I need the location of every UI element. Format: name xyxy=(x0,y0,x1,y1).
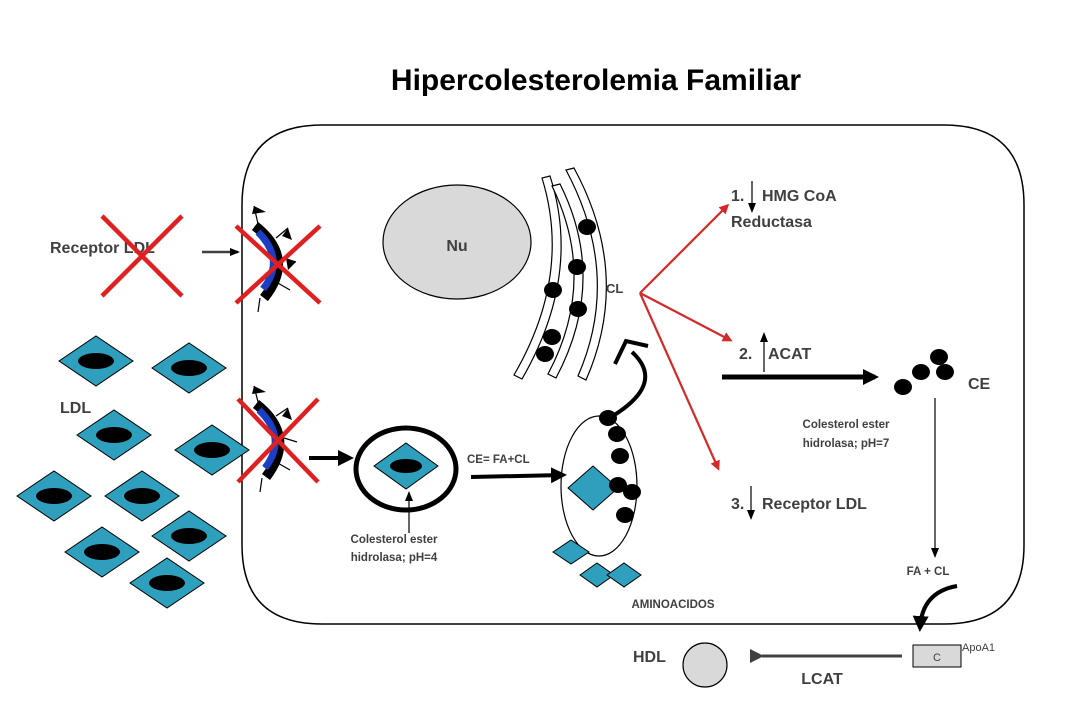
hdl-label: HDL xyxy=(633,649,666,666)
step2-text: ACAT xyxy=(768,346,811,363)
hdl-particle xyxy=(682,642,728,688)
ldl-particle xyxy=(64,526,140,578)
upper-receptor-red-x xyxy=(234,224,322,305)
ldl-particle xyxy=(151,342,227,394)
hydrolase-ph4-label-line2: hidrolasa; pH=4 xyxy=(351,552,438,564)
step3-text: Receptor LDL xyxy=(762,496,867,513)
ce-label: CE xyxy=(968,376,991,393)
diagram-title: Hipercolesterolemia Familiar xyxy=(391,64,801,97)
ldl-particle xyxy=(58,335,134,387)
hydrolase-ph4-label: Colesterol ester xyxy=(351,534,438,546)
step1-text: HMG CoA xyxy=(762,188,837,205)
nucleus-label: Nu xyxy=(446,238,467,255)
ldl-label: LDL xyxy=(60,400,91,417)
ldl-particle xyxy=(76,409,152,461)
cell-membrane xyxy=(241,124,1025,625)
ldl-particle xyxy=(16,470,92,522)
endosome-to-lysosome-arrow xyxy=(470,467,567,484)
receptor-ldl-red-x xyxy=(100,214,184,298)
cl-label: CL xyxy=(606,281,623,296)
hydrolase-ph7-label-line2: hidrolasa; pH=7 xyxy=(803,438,890,450)
hydrolase-ph7-label: Colesterol ester xyxy=(803,419,890,431)
aminoacidos-label: AMINOACIDOS xyxy=(631,599,714,611)
lysosome-dots xyxy=(599,410,641,523)
ldl-particles xyxy=(16,335,250,609)
step2-number: 2. xyxy=(739,346,752,363)
step1-number: 1. xyxy=(731,188,744,205)
lcat-label: LCAT xyxy=(801,671,843,688)
c-box-label: C xyxy=(933,652,941,664)
ldl-particle xyxy=(104,470,180,522)
endosome-ldl-core xyxy=(390,459,422,473)
facl-curved-arrow xyxy=(912,584,958,632)
ldl-particle xyxy=(174,424,250,476)
cl-red-arrows xyxy=(638,203,733,471)
ce-equation-label: CE= FA+CL xyxy=(467,454,530,466)
ce-dots xyxy=(894,349,954,395)
lysosome-to-er-arrowhead xyxy=(613,338,649,365)
apoa1-label: ApoA1 xyxy=(962,642,995,654)
lysosome-to-er-arrow xyxy=(605,350,648,422)
fa-cl-label: FA + CL xyxy=(907,566,950,578)
ldl-particle xyxy=(151,510,227,562)
aminoacid-diamonds xyxy=(552,539,642,588)
c-box xyxy=(912,644,962,668)
step3-number: 3. xyxy=(731,496,744,513)
er-dots xyxy=(536,219,596,362)
ldl-particle xyxy=(129,557,205,609)
endoplasmic-reticulum xyxy=(513,167,607,381)
step1-text-line2: Reductasa xyxy=(731,214,812,231)
nucleus xyxy=(382,184,532,300)
lower-receptor-red-x xyxy=(236,397,320,484)
